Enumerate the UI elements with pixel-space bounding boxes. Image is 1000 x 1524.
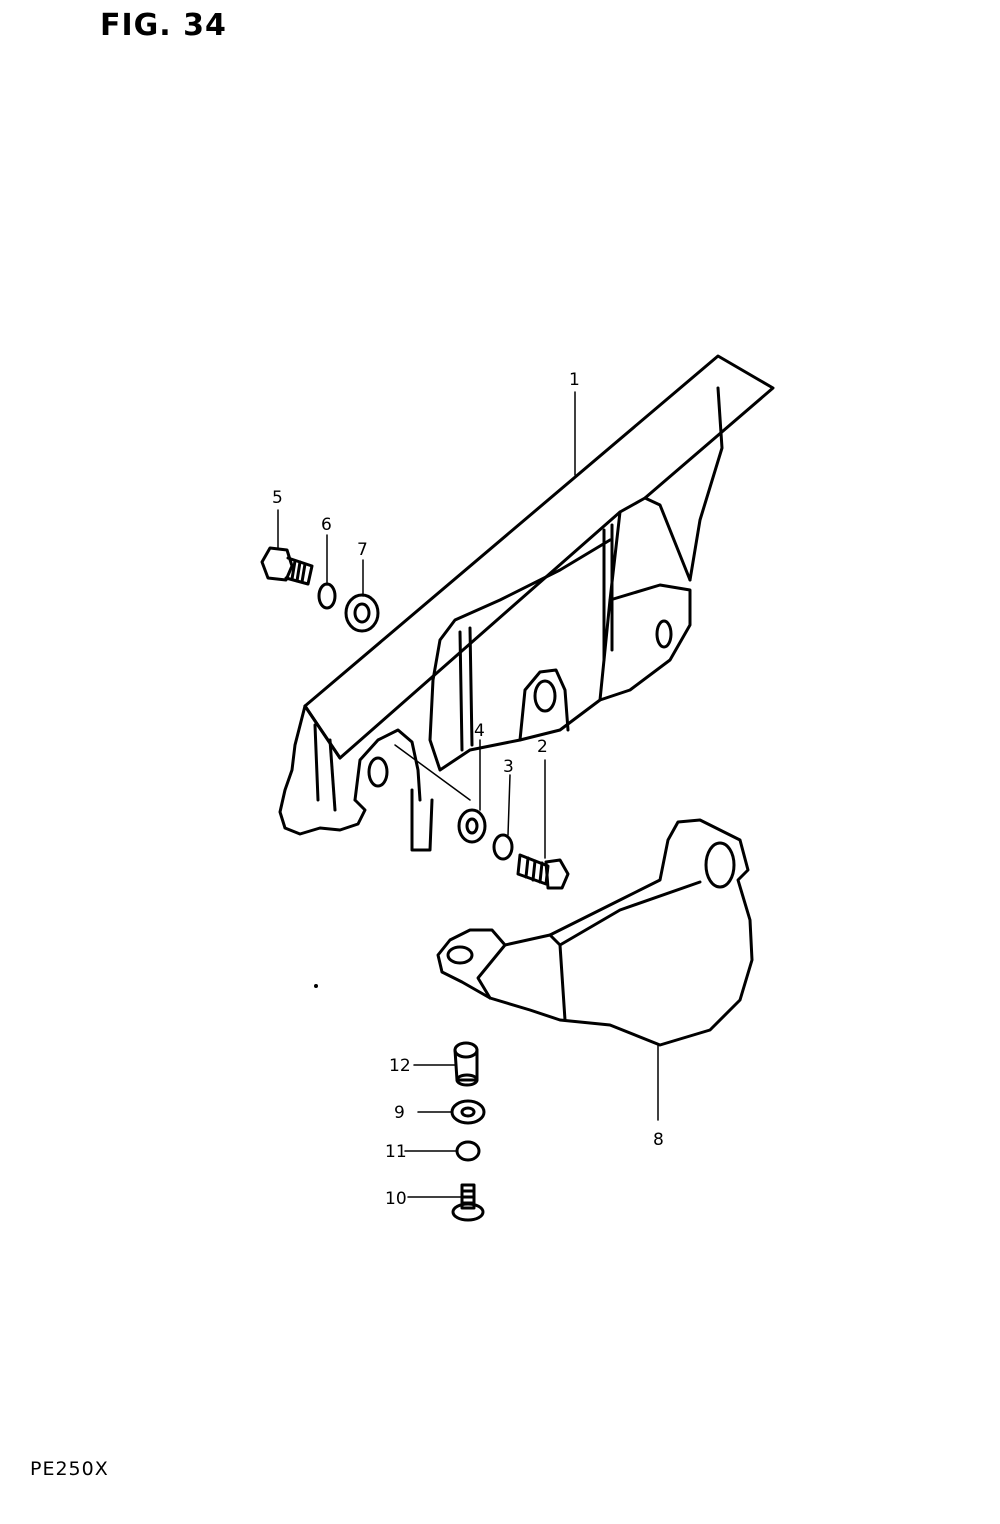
sprocket-cover-part [436,818,754,1047]
bolt-part-2 [516,853,570,890]
callout-4: 4 [474,721,485,741]
leader-lines [277,391,659,1198]
washer-part-9 [450,1099,486,1125]
callout-1: 1 [569,370,580,390]
figure-title: FIG. 34 [100,8,227,43]
washer-part-4 [457,808,487,844]
chain-case-part [278,354,775,852]
model-code: PE250X [30,1458,109,1480]
screw-part-10 [451,1183,485,1222]
lock-washer-part-6 [317,582,337,610]
callout-9: 9 [394,1103,405,1123]
nut-part-7 [344,593,380,633]
callout-10: 10 [385,1189,407,1209]
callout-5: 5 [272,488,283,508]
collar-part-12 [453,1041,479,1087]
callout-2: 2 [537,737,548,757]
bolt-part-5 [260,546,314,586]
callout-6: 6 [321,515,332,535]
callout-12: 12 [389,1056,411,1076]
callout-labels: 1 2 3 4 5 6 7 8 9 10 11 12 [272,370,664,1209]
lock-washer-part-11 [455,1140,481,1162]
callout-8: 8 [653,1130,664,1150]
callout-11: 11 [385,1142,407,1162]
lock-washer-part-3 [492,833,514,861]
callout-7: 7 [357,540,368,560]
callout-3: 3 [503,757,514,777]
stray-dot [314,984,318,988]
